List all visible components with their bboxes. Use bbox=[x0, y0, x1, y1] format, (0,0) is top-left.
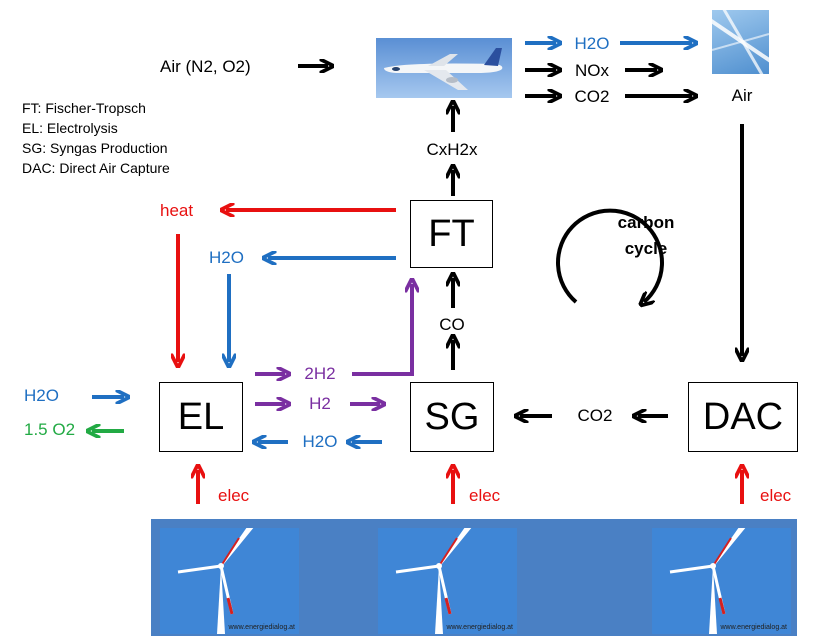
label-co2-emission: CO2 bbox=[574, 87, 610, 106]
label-cxh2x: CxH2x bbox=[426, 140, 478, 159]
label-2h2: 2H2 bbox=[304, 364, 336, 383]
label-o2-output: 1.5 O2 bbox=[24, 420, 76, 439]
label-h2o-input: H2O bbox=[24, 386, 59, 405]
label-air-input: Air (N2, O2) bbox=[160, 57, 251, 76]
turbine-site-text-3: www.energiedialog.at bbox=[720, 624, 787, 631]
carbon-cycle-line1: carbon bbox=[617, 213, 675, 232]
label-elec-dac: elec bbox=[760, 486, 792, 505]
label-h2o-from-ft: H2O bbox=[209, 248, 244, 267]
carbon-cycle-label: carbon cycle bbox=[606, 210, 686, 262]
wind-turbine-photo-2: www.energiedialog.at bbox=[378, 528, 517, 634]
label-heat: heat bbox=[160, 201, 194, 220]
carbon-cycle-arrow bbox=[556, 208, 664, 302]
label-h2o-emission: H2O bbox=[574, 34, 610, 53]
label-h2o-to-el: H2O bbox=[302, 432, 338, 451]
turbine-site-text-2: www.energiedialog.at bbox=[446, 624, 513, 631]
label-h2: H2 bbox=[309, 394, 331, 413]
arrow-2h2-to-ft bbox=[352, 284, 412, 376]
carbon-cycle-line2: cycle bbox=[624, 239, 668, 258]
label-elec-sg: elec bbox=[469, 486, 501, 505]
abbreviation-legend: FT: Fischer-Tropsch EL: Electrolysis SG:… bbox=[22, 98, 170, 178]
legend-item-sg: SG: Syngas Production bbox=[22, 140, 168, 156]
label-elec-el: elec bbox=[218, 486, 250, 505]
box-syngas-production: SG bbox=[410, 382, 494, 452]
box-electrolysis: EL bbox=[159, 382, 243, 452]
label-co2-from-dac: CO2 bbox=[577, 406, 613, 425]
legend-item-el: EL: Electrolysis bbox=[22, 120, 118, 136]
label-nox-emission: NOx bbox=[575, 61, 609, 80]
wind-turbine-photo-3: www.energiedialog.at bbox=[652, 528, 791, 634]
turbine-site-text-1: www.energiedialog.at bbox=[228, 624, 295, 631]
box-direct-air-capture: DAC bbox=[688, 382, 798, 452]
airplane-photo bbox=[376, 38, 512, 98]
label-air: Air bbox=[731, 86, 753, 105]
label-co: CO bbox=[439, 315, 465, 334]
wind-turbine-photo-1: www.energiedialog.at bbox=[160, 528, 299, 634]
legend-item-dac: DAC: Direct Air Capture bbox=[22, 160, 170, 176]
box-fischer-tropsch: FT bbox=[410, 200, 493, 268]
contrail-sky-photo bbox=[712, 10, 769, 74]
legend-item-ft: FT: Fischer-Tropsch bbox=[22, 100, 146, 116]
